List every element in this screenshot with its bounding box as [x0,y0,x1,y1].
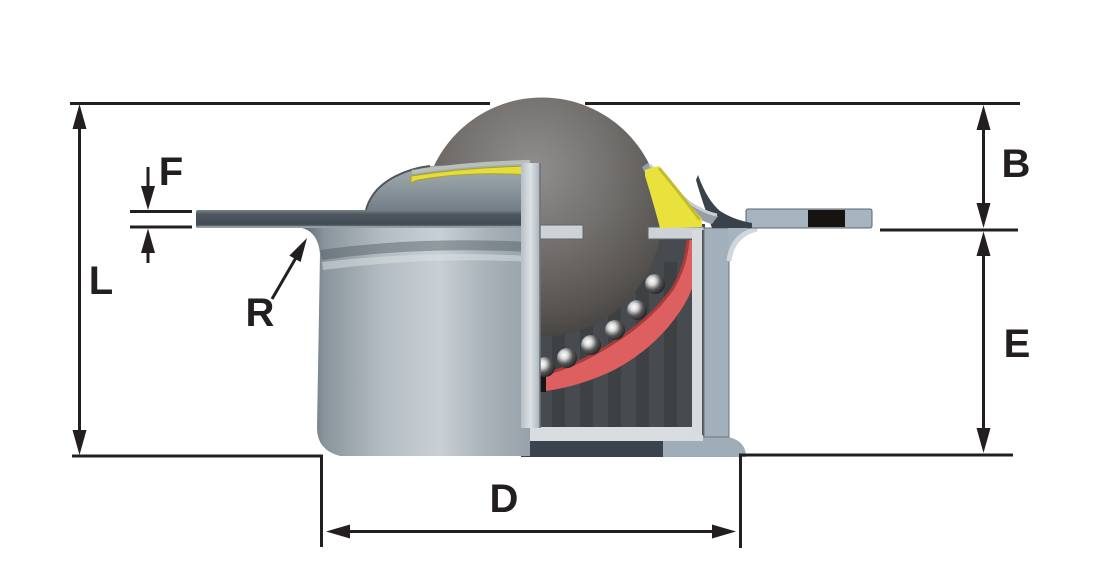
dimensions: L F R B E [70,102,1031,548]
flange-left [196,210,530,228]
seal-wedge [645,166,702,228]
cup-sheen [322,254,530,270]
dim-R: R [246,238,307,335]
flange-mark [808,210,845,227]
bearing-ball [645,274,665,294]
label-F: F [159,150,183,194]
seal-wedge-shade [657,167,702,221]
arrowhead-up-right-icon [289,238,307,262]
arrowhead-down-icon [141,186,155,210]
dim-E: E [739,231,1031,548]
bearing-ball [581,335,601,355]
label-B: B [1002,142,1031,186]
extension-line-bottom-left [72,454,323,547]
arrowhead-right-icon [712,524,736,539]
label-R: R [246,291,275,335]
arrowhead-up-icon [976,105,991,130]
bottom-liner [521,427,703,441]
arrowhead-up-icon [72,104,87,129]
exterior-half [196,160,531,456]
bearing-balls [535,274,665,377]
dome-cover [366,163,530,210]
arrowhead-up-icon [141,228,155,253]
dim-F: F [130,150,192,263]
seal-section [645,166,702,228]
cut-face [521,163,541,428]
flange-fillet-highlight [726,226,758,262]
cut-face-strip [521,163,540,428]
dim-D: D [326,477,736,539]
label-D: D [490,477,519,521]
bottom-dark-band [521,440,663,457]
side-liner [692,230,703,435]
dome-lip-highlight [411,160,531,174]
cup-body [302,228,530,456]
flange-fillet-fill [728,228,760,262]
arrowhead-down-icon [976,203,991,228]
dim-R-leader-line [270,255,299,300]
label-E: E [1004,322,1031,366]
outer-wall [703,227,730,438]
bearing-ball [627,300,647,320]
dim-L: L [72,104,323,547]
arrowhead-down-icon [976,428,991,453]
cup-draw-line [320,240,530,260]
extension-line-bottom-right [739,453,1013,548]
arrowhead-down-icon [72,430,87,455]
arrowhead-up-icon [976,231,991,256]
bearing-ball [557,348,577,368]
seal-ring-edge [410,165,531,184]
dim-B: B [880,105,1031,232]
bearing-ball [605,320,625,340]
dome-edge [365,165,431,211]
label-L: L [89,259,113,303]
arrowhead-left-icon [326,524,350,539]
